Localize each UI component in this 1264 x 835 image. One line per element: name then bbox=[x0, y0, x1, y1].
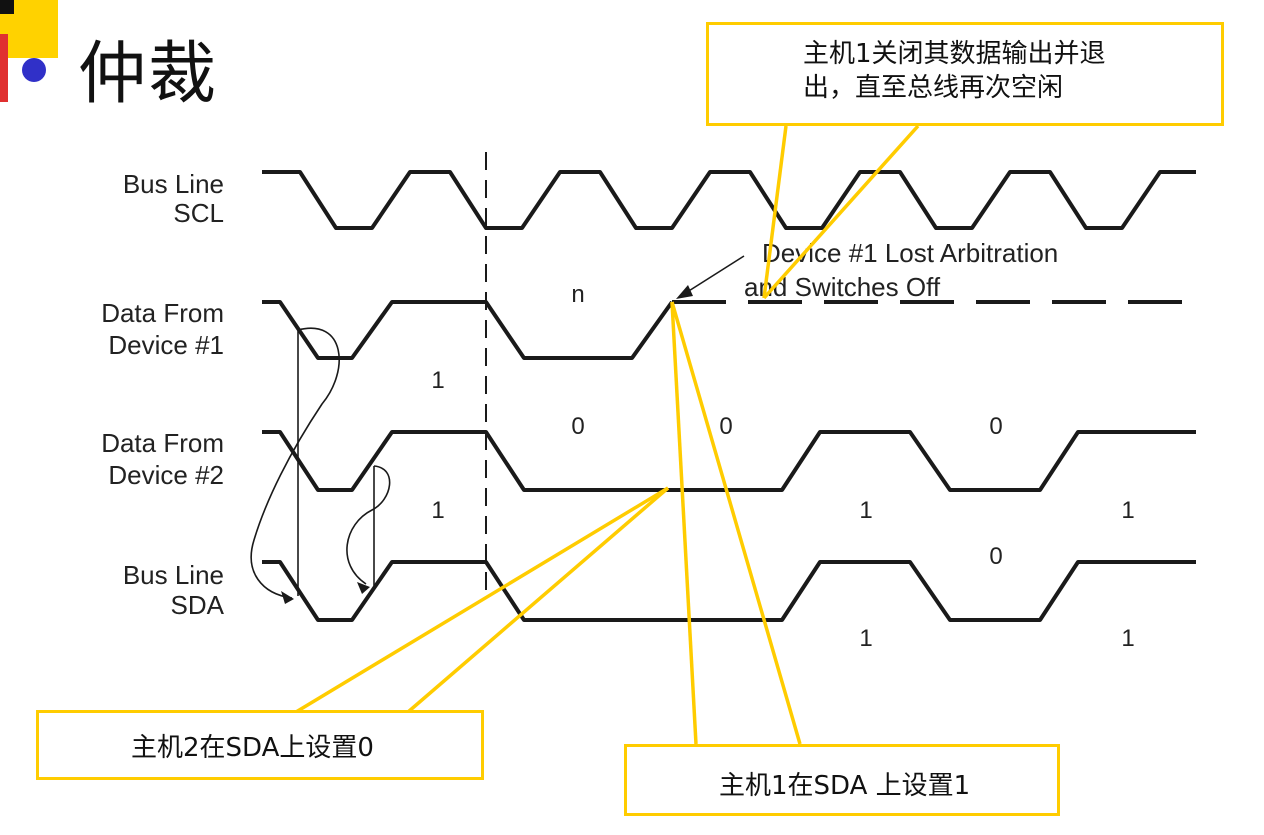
callout-top: 主机1关闭其数据输出并退 出，直至总线再次空闲 bbox=[706, 22, 1224, 126]
dev2-bit-1b: 1 bbox=[859, 497, 872, 524]
arrowhead-2 bbox=[357, 582, 370, 594]
callout-right-pointer-a bbox=[670, 301, 698, 745]
sda-waveform bbox=[262, 560, 1196, 622]
dev2-label-line1: Data From bbox=[101, 428, 224, 458]
callout-right-pointer-b bbox=[670, 301, 802, 745]
callout-left-text: 主机2在SDA上设置0 bbox=[131, 733, 374, 763]
dev1-bit-0b: 0 bbox=[719, 413, 732, 440]
annotation-line2: and Switches Off bbox=[744, 272, 941, 302]
corner-decoration-black bbox=[0, 0, 14, 14]
dev2-bit-1c: 1 bbox=[1121, 497, 1134, 524]
scl-label-line1: Bus Line bbox=[123, 169, 224, 199]
annotation-pointer bbox=[683, 255, 745, 295]
device2-waveform bbox=[262, 430, 1196, 492]
dev1-bit-n: n bbox=[571, 281, 584, 308]
scl-waveform bbox=[262, 170, 1196, 230]
slide-title: 仲裁 bbox=[78, 35, 219, 114]
curved-arrow-2 bbox=[346, 465, 391, 585]
callout-top-line2: 出，直至总线再次空闲 bbox=[803, 73, 1064, 103]
arrowhead-1 bbox=[281, 591, 294, 604]
sda-label-line1: Bus Line bbox=[123, 560, 224, 590]
corner-decoration-red bbox=[0, 34, 8, 102]
callout-top-pointer-a bbox=[762, 125, 788, 299]
dev1-bit-0a: 0 bbox=[571, 413, 584, 440]
annotation-arrowhead bbox=[676, 285, 693, 299]
title-bullet-icon bbox=[22, 58, 46, 82]
callout-left-pointer-a bbox=[295, 486, 669, 714]
dev1-label-line2: Device #1 bbox=[108, 330, 224, 360]
sda-bit-1b: 1 bbox=[1121, 625, 1134, 652]
sda-bit-1a: 1 bbox=[859, 625, 872, 652]
callout-right-text: 主机1在SDA 上设置1 bbox=[719, 771, 971, 801]
curved-arrow-1 bbox=[250, 327, 340, 599]
dev2-bit-0: 0 bbox=[989, 413, 1002, 440]
sda-bit-0: 0 bbox=[989, 543, 1002, 570]
dev2-label-line2: Device #2 bbox=[108, 460, 224, 490]
callout-top-pointer-b bbox=[762, 124, 920, 300]
device1-waveform bbox=[262, 300, 674, 360]
dev1-label-line1: Data From bbox=[101, 298, 224, 328]
callout-left-pointer-b bbox=[406, 486, 670, 714]
callout-right: 主机1在SDA 上设置1 bbox=[624, 744, 1060, 816]
sda-label-line2: SDA bbox=[171, 590, 225, 620]
callout-top-line1: 主机1关闭其数据输出并退 bbox=[803, 39, 1106, 69]
dev1-bit-1: 1 bbox=[431, 367, 444, 394]
dev2-bit-1a: 1 bbox=[431, 497, 444, 524]
scl-label-line2: SCL bbox=[173, 198, 224, 228]
callout-left: 主机2在SDA上设置0 bbox=[36, 710, 484, 780]
